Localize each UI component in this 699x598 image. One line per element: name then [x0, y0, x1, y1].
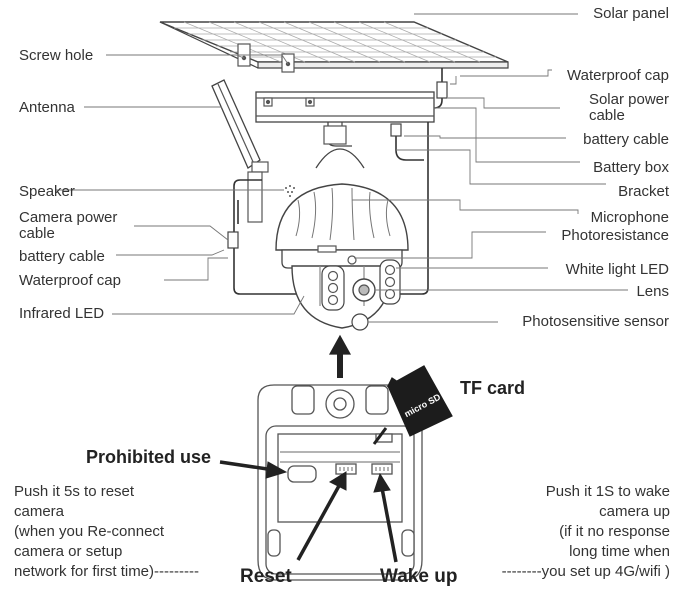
wakeup-note-line2: camera up [599, 503, 670, 520]
label-battery-box: Battery box [593, 159, 669, 176]
label-waterproof-cap-left: Waterproof cap [19, 272, 121, 289]
label-photosensitive-sensor: Photosensitive sensor [522, 313, 669, 330]
leader-lines [56, 13, 628, 323]
reset-note-line3: (when you Re-connect [14, 523, 165, 540]
reset-note-line1: Push it 5s to reset [14, 483, 135, 500]
wakeup-note: Push it 1S to wake camera up (if it no r… [502, 482, 670, 582]
callout-arrows [219, 460, 398, 563]
label-waterproof-cap-right: Waterproof cap [567, 67, 669, 84]
solar-waterproof-cap [436, 81, 448, 99]
battery-cable-plug [390, 123, 402, 137]
camera-head [275, 148, 409, 331]
label-camera-power-cable-line2: cable [19, 225, 55, 242]
label-speaker: Speaker [19, 183, 75, 200]
label-screw-hole: Screw hole [19, 47, 94, 64]
bracket [323, 122, 352, 147]
reset-dashes: --------- [154, 563, 199, 580]
label-solar-panel: Solar panel [593, 5, 669, 22]
wakeup-note-line1: Push it 1S to wake [545, 483, 670, 500]
label-camera-power-cable: Camera power cable [19, 210, 117, 242]
speaker-grille [285, 185, 295, 197]
label-microphone: Microphone [590, 209, 669, 226]
label-infrared-led: Infrared LED [19, 305, 105, 322]
label-camera-power-cable-line1: Camera power [19, 209, 118, 226]
label-lens: Lens [636, 283, 669, 300]
solar-panel [159, 21, 509, 69]
up-arrow [328, 334, 352, 378]
camera-cable-cap [227, 231, 239, 249]
reset-note-line4: camera or setup [14, 543, 123, 560]
label-solar-power-cable-line2: cable [588, 107, 625, 124]
reset-note-line5-text: network for first time) [14, 563, 155, 580]
label-reset: Reset [240, 566, 292, 587]
wakeup-note-line4: long time when [569, 543, 670, 560]
wakeup-note-line5: --------you set up 4G/wifi ) [502, 562, 670, 582]
battery-box [255, 91, 435, 123]
wakeup-dashes: -------- [501, 563, 542, 580]
reset-note-line2: camera [14, 503, 65, 520]
wakeup-note-line3: (if it no response [559, 523, 670, 540]
label-tf-card: TF card [460, 378, 526, 398]
label-prohibited-use: Prohibited use [86, 447, 212, 467]
label-antenna: Antenna [19, 99, 75, 116]
tf-card: micro SD [372, 365, 453, 445]
reset-note-line5: network for first time)--------- [14, 562, 199, 582]
label-solar-power-cable: Solar power cable [589, 92, 669, 124]
wakeup-note-line5-text: you set up 4G/wifi ) [541, 563, 670, 580]
reset-note: Push it 5s to reset camera (when you Re-… [14, 482, 199, 582]
label-solar-power-cable-line1: Solar power [588, 91, 669, 108]
label-battery-cable-left: battery cable [19, 248, 105, 265]
antenna [211, 79, 269, 223]
label-white-light-led: White light LED [565, 261, 669, 278]
label-wake-up: Wake up [380, 566, 458, 587]
label-bracket: Bracket [618, 183, 669, 200]
label-battery-cable-right: battery cable [583, 131, 669, 148]
label-photoresistance: Photoresistance [561, 227, 669, 244]
solar-grid [174, 21, 496, 63]
